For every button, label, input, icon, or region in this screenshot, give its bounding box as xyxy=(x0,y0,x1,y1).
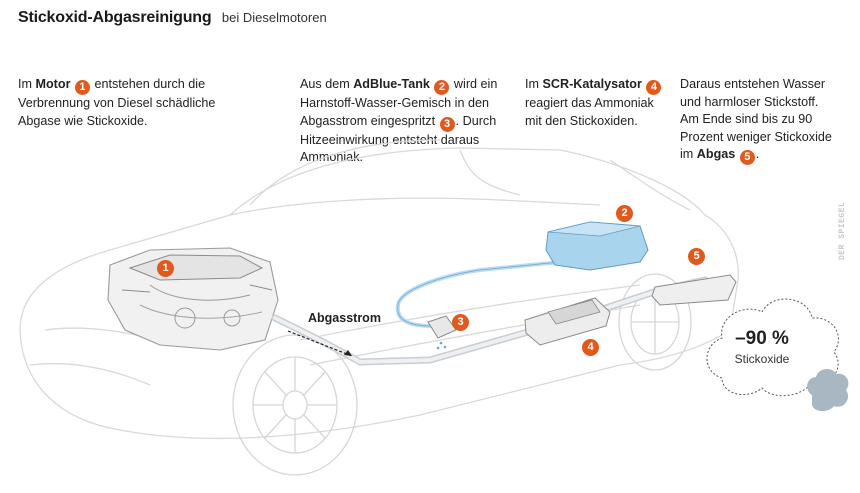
header: Stickoxid-Abgasreinigung bei Dieselmotor… xyxy=(18,9,327,27)
step-2-bold: AdBlue-Tank xyxy=(353,77,430,91)
muffler xyxy=(651,274,737,306)
flow-arrow xyxy=(287,330,353,357)
marker-adblue-tank: 2 xyxy=(616,205,633,222)
marker-scr-catalyst: 4 xyxy=(582,339,599,356)
step-3-post: reagiert das Ammoniak mit den Stickoxide… xyxy=(525,96,654,128)
step-2-badge: 2 xyxy=(434,80,450,95)
result-cloud xyxy=(706,298,839,397)
reduction-value: –90 % xyxy=(735,328,789,349)
step-3-bold: SCR-Katalysator xyxy=(542,77,642,91)
step-3-text: Im SCR-Katalysator 4 reagiert das Ammoni… xyxy=(525,76,665,130)
page-title: Stickoxid-Abgasreinigung xyxy=(18,9,212,26)
exhaust-flow-label: Abgasstrom xyxy=(308,311,381,325)
adblue-tank xyxy=(545,221,649,271)
front-wheel xyxy=(232,334,358,476)
step-4-pre: Daraus entstehen Wasser und harmloser St… xyxy=(680,77,832,161)
step-3-badge-inline: 3 xyxy=(439,116,455,132)
step-1-bold: Motor xyxy=(35,77,71,91)
step-1-pre: Im xyxy=(18,77,36,91)
step-2-post: wird ein Harnstoff-Wasser-Gemisch in den… xyxy=(300,77,498,128)
marker-engine: 1 xyxy=(157,260,174,277)
page-subtitle: bei Dieselmotoren xyxy=(221,10,327,25)
step-1-post: entstehen durch die Verbrennung von Dies… xyxy=(18,77,216,128)
step-3-pre: Im xyxy=(525,77,543,91)
reduction-callout: –90 % Stickoxide xyxy=(716,328,808,366)
step-1-badge: 1 xyxy=(74,80,90,95)
marker-exhaust: 5 xyxy=(688,248,705,265)
reduction-label: Stickoxide xyxy=(734,352,790,366)
rear-wheel xyxy=(618,273,692,371)
step-3-badge: 4 xyxy=(646,80,662,95)
step-4-post: . xyxy=(755,147,760,161)
step-1-text: Im Motor 1 entstehen durch die Verbrennu… xyxy=(18,76,248,130)
step-4-text: Daraus entstehen Wasser und harmloser St… xyxy=(680,76,840,165)
scr-catalyst xyxy=(524,297,611,346)
step-4-bold: Abgas xyxy=(696,147,736,161)
marker-injector: 3 xyxy=(452,314,469,331)
step-4-badge: 5 xyxy=(739,150,755,165)
smoke-puff xyxy=(807,368,849,412)
step-2-pre: Aus dem xyxy=(300,77,354,91)
